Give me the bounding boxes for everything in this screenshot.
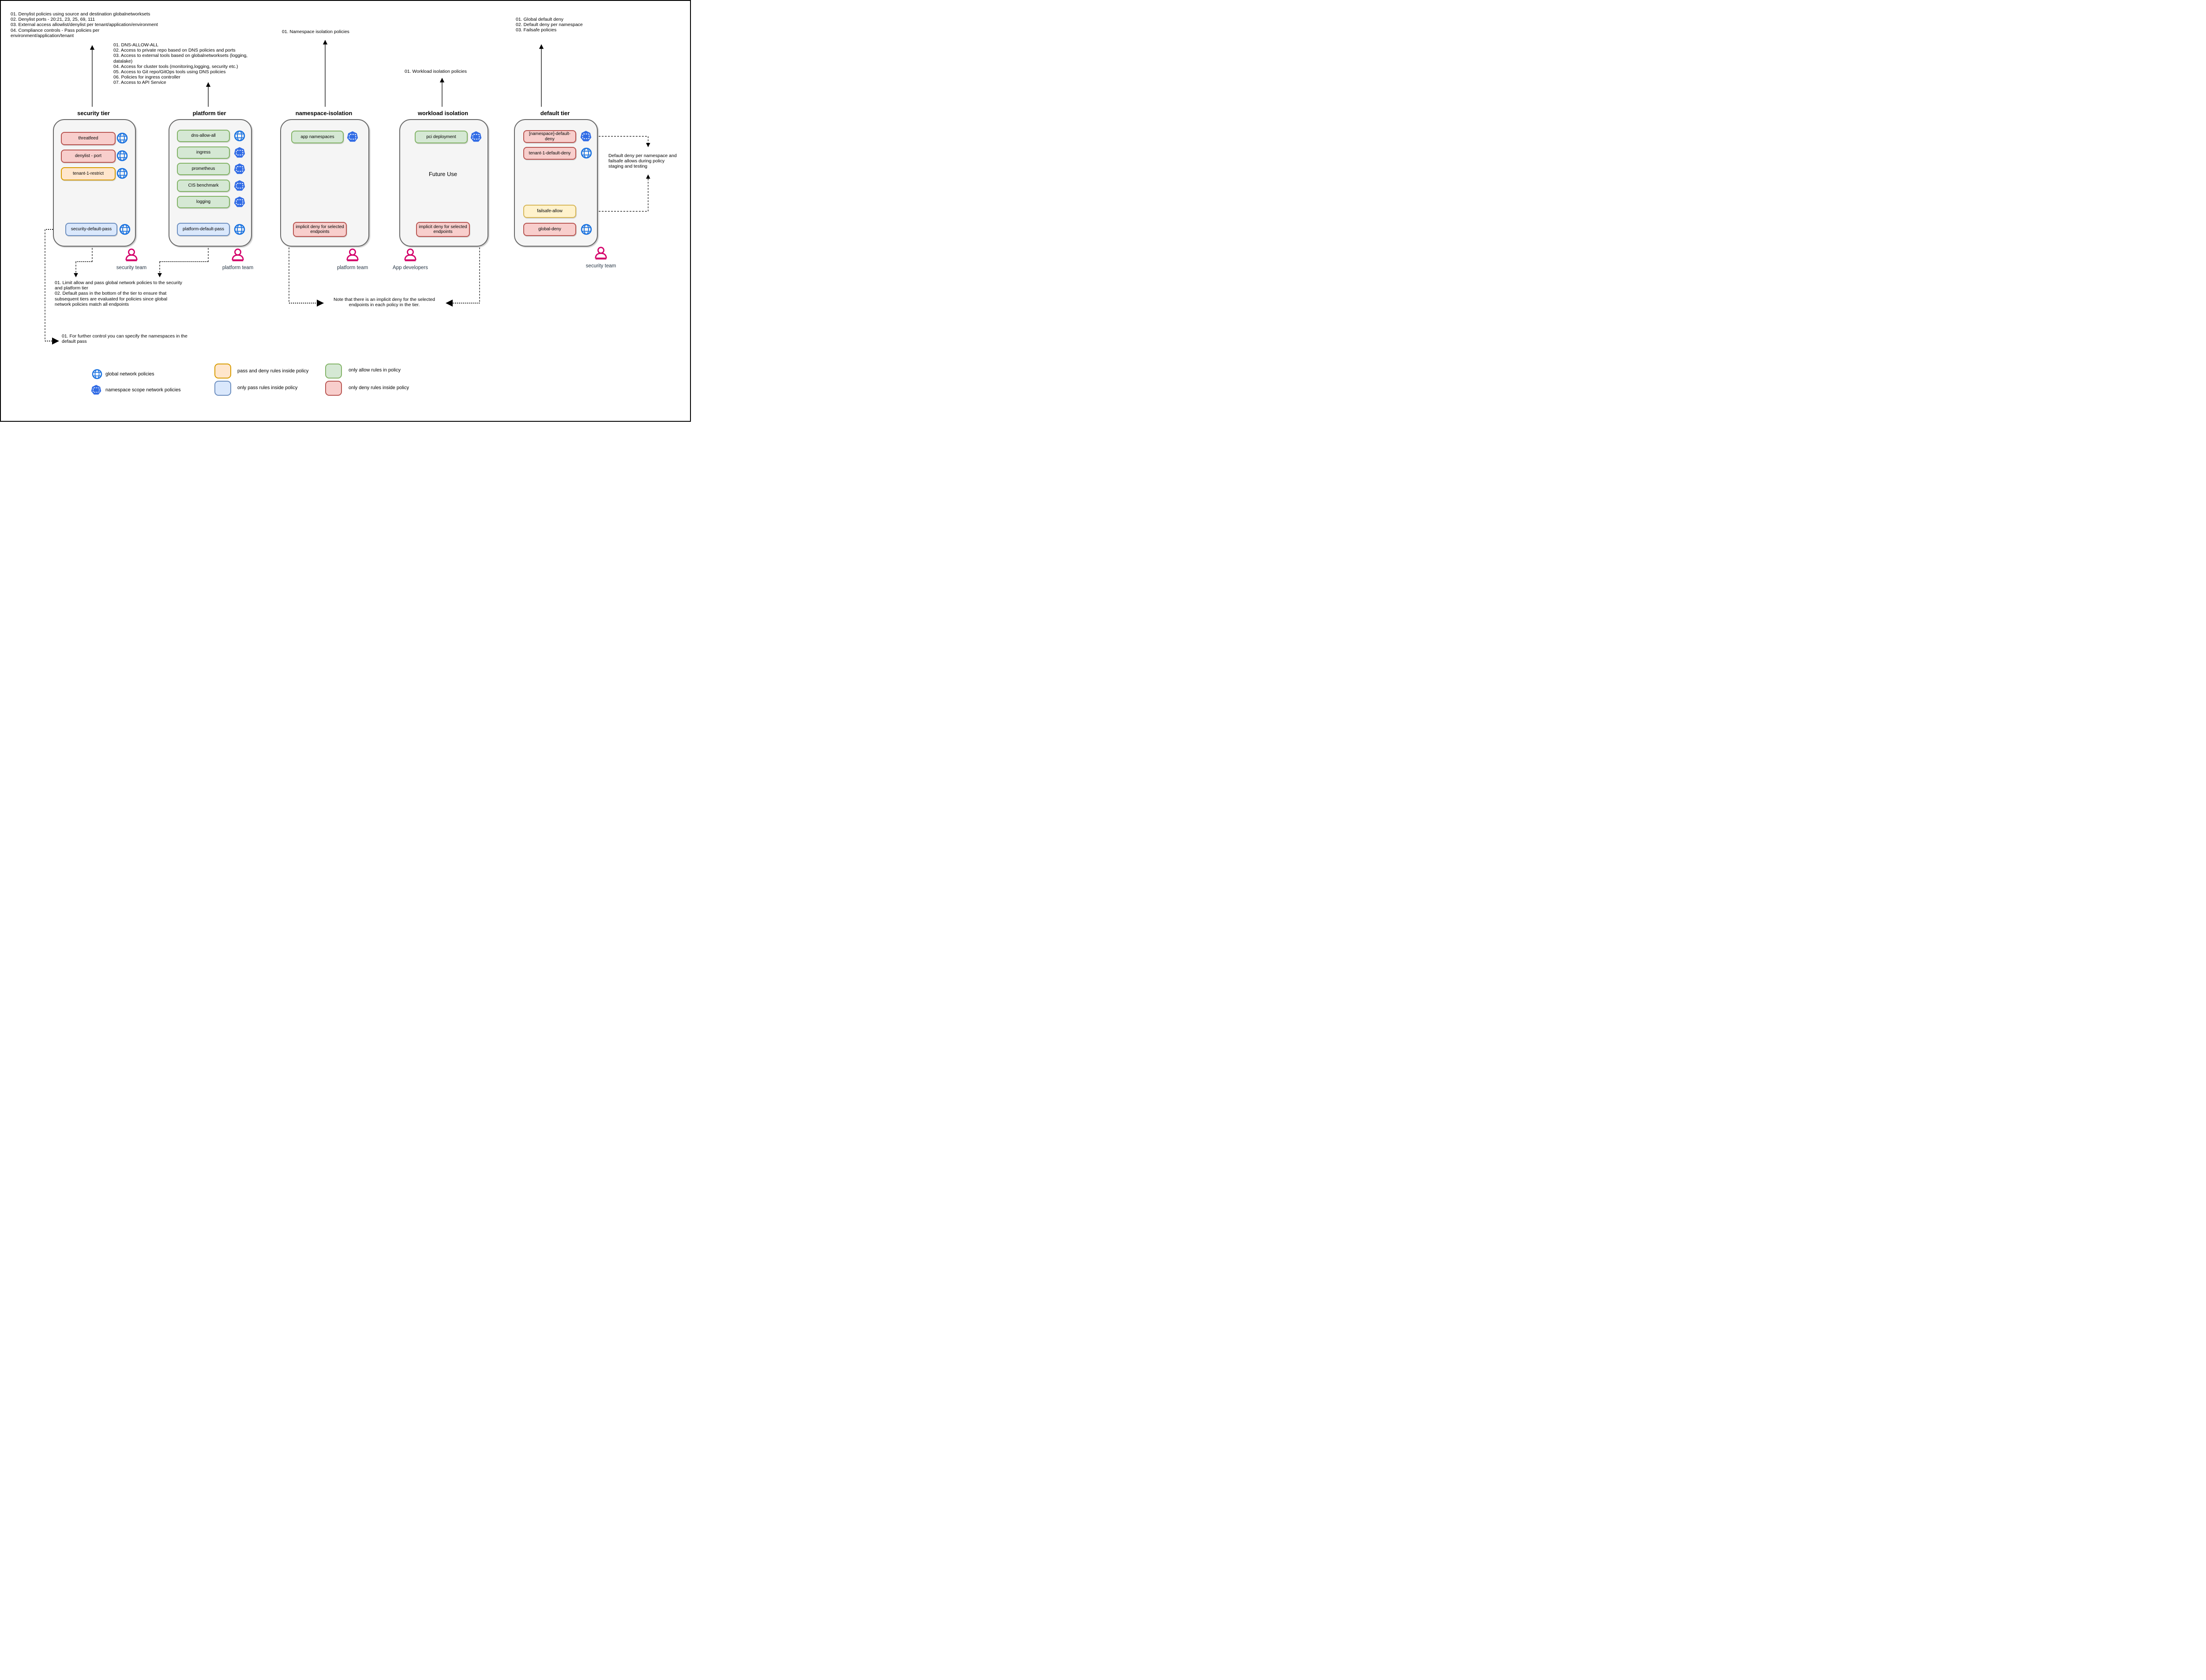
namespace-scope-icon [234,163,245,175]
policy-pill-pci-deployment: pci deployment [415,131,468,143]
policy-pill-failsafe-allow: failsafe-allow [523,205,576,218]
legend-swatch-pass [214,381,231,396]
person-icon [403,248,418,263]
namespace-scope-icon [470,131,482,142]
policy-pill-logging: logging [177,196,230,208]
namespace-scope-icon [347,131,358,142]
team-label-security-1: security team [116,265,147,270]
namespace-scope-icon [580,131,592,142]
global-network-policies-icon [234,130,245,142]
policy-pill-implicit-deny-workload: implicit deny for selected endpoints [416,222,470,237]
tiered-network-policy-diagram: 01. Denylist policies using source and d… [0,0,691,422]
note-default-tier: 01. Global default deny 02. Default deny… [516,17,583,33]
note-workload-isolation: 01. Workload isolation policies [405,69,467,74]
policy-pill-implicit-deny-ns: implicit deny for selected endpoints [293,222,347,237]
note-implicit-deny: Note that there is an implicit deny for … [334,297,435,308]
person-icon [124,248,139,263]
global-network-policies-icon [234,224,245,235]
note-default-right: Default deny per namespace and failsafe … [608,153,677,169]
policy-pill-security-default-pass: security-default-pass [65,223,117,236]
legend-label-namespace-scope: namespace scope network policies [105,387,181,393]
person-icon [593,246,608,261]
global-network-policies-icon [119,224,131,235]
policy-pill-threatfeed: threatfeed [61,132,116,145]
global-network-policies-icon [116,132,128,144]
policy-pill-cis-benchmark: CIS benchmark [177,180,230,192]
note-namespace-isolation: 01. Namespace isolation policies [282,29,349,34]
namespace-scope-icon [234,180,245,191]
person-icon [230,248,245,263]
tier-title-security: security tier [77,110,110,116]
tier-title-workload-isolation: workload isolation [417,110,469,116]
note-bottom-left: 01. Limit allow and pass global network … [55,280,182,307]
note-further-control: 01. For further control you can specify … [62,334,188,345]
policy-pill-namespace-default-deny: [namespace]-default-deny [523,130,576,143]
policy-pill-platform-default-pass: platform-default-pass [177,223,230,236]
team-label-security-2: security team [585,263,616,269]
legend-label-pass-deny: pass and deny rules inside policy [237,368,309,374]
tier-title-namespace-isolation: namespace-isolation [295,110,353,116]
note-security-tier: 01. Denylist policies using source and d… [11,11,158,38]
global-network-policies-icon [581,224,592,235]
policy-pill-tenant-1-restrict: tenant-1-restrict [61,167,116,180]
policy-pill-prometheus: prometheus [177,163,230,175]
team-label-platform-1: platform team [222,265,254,270]
namespace-scope-icon [234,196,245,208]
global-network-policies-icon [116,168,128,179]
team-label-platform-2: platform team [337,265,368,270]
global-network-policies-icon [92,369,102,379]
global-network-policies-icon [581,147,592,159]
team-label-app-developers: App developers [393,265,428,270]
note-platform-tier: 01. DNS-ALLOW-ALL 02. Access to private … [113,42,248,86]
legend-label-allow: only allow rules in policy [349,368,401,373]
namespace-scope-icon [91,385,101,395]
legend-swatch-pass-deny [214,364,231,379]
policy-pill-global-deny: global-deny [523,223,576,236]
namespace-scope-icon [234,147,245,158]
policy-pill-dns-allow-all: dns-allow-all [177,130,230,142]
legend-label-global: global network policies [105,371,154,377]
tier-title-default: default tier [540,110,570,116]
future-use-label: Future Use [428,171,458,177]
policy-pill-tenant-1-default-deny: tenant-1-default-deny [523,147,576,160]
policy-pill-ingress: ingress [177,146,230,159]
global-network-policies-icon [116,150,128,161]
person-icon [345,248,360,263]
legend-label-deny: only deny rules inside policy [349,385,409,390]
policy-pill-app-namespaces: app namespaces [291,131,344,143]
policy-pill-denylist-port: denylist - port [61,150,116,163]
legend-label-pass: only pass rules inside policy [237,385,298,390]
tier-title-platform: platform tier [192,110,226,116]
legend-swatch-deny [325,381,342,396]
legend-swatch-allow [325,364,342,379]
